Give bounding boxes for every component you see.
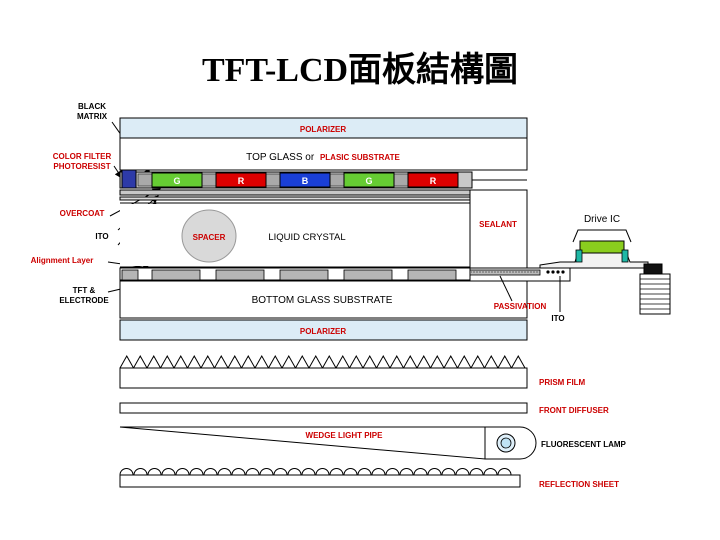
wedge-light-pipe-label: WEDGE LIGHT PIPE [306, 431, 384, 440]
filter-label-3: B [302, 176, 309, 186]
filter-green-1 [151, 172, 203, 188]
black-matrix-cell [121, 169, 137, 189]
filter-label-2: R [238, 176, 245, 186]
filter-red-2 [407, 172, 459, 188]
liquid-crystal-label: LIQUID CRYSTAL [268, 232, 345, 243]
ito-right-label: ITO [551, 314, 564, 323]
lamp-core [500, 437, 512, 449]
top-glass-step [458, 179, 527, 189]
plasic-substrate-text: PLASIC SUBSTRATE [320, 153, 401, 162]
filter-label-1: G [173, 176, 180, 186]
top-glass-text: TOP GLASS or [246, 152, 315, 163]
filter-label-4: G [365, 176, 372, 186]
filter-label-5: R [430, 176, 437, 186]
sealant [469, 189, 528, 269]
top-glass-label: TOP GLASS or PLASIC SUBSTRATE [246, 152, 400, 163]
front-diffuser-label: FRONT DIFFUSER [539, 406, 609, 415]
bottom-glass [119, 280, 528, 319]
drive-ic-chip [579, 240, 625, 254]
reflection-sheet-label: REFLECTION SHEET [539, 480, 619, 489]
top-glass [119, 137, 528, 171]
page-title: TFT-LCD面板結構圖 [201, 52, 519, 89]
passivation-pointer [499, 275, 513, 302]
drive-ic-bump-left [575, 249, 583, 263]
connector-black [643, 263, 663, 275]
wedge-light-pipe [119, 426, 486, 460]
bottom-polarizer-label: POLARIZER [300, 327, 346, 336]
drive-ic-bracket [572, 229, 632, 243]
black-matrix-pattern [137, 173, 409, 187]
tft-electrodes [121, 269, 457, 281]
filter-blue [279, 172, 331, 188]
label-tft-electrode-2: ELECTRODE [59, 296, 109, 305]
front-diffuser [119, 402, 528, 414]
flex-film [539, 251, 649, 269]
filter-green-2 [343, 172, 395, 188]
label-alignment-layer: Alignment Layer [31, 256, 94, 265]
bottom-glass-label: BOTTOM GLASS SUBSTRATE [252, 295, 393, 306]
liquid-crystal-region [120, 204, 470, 266]
overcoat-layer [119, 189, 471, 196]
drive-ic-label: Drive IC [584, 214, 620, 225]
label-color-filter-1: COLOR FILTER [53, 152, 112, 161]
label-ito-left: ITO [95, 232, 108, 241]
acf-particles [546, 270, 565, 274]
reflection-sheet [119, 468, 521, 488]
top-polarizer-label: POLARIZER [300, 125, 346, 134]
filter-red-1 [215, 172, 267, 188]
prism-film [119, 354, 528, 389]
passivation-label: PASSIVATION [494, 302, 547, 311]
label-overcoat: OVERCOAT [60, 209, 105, 218]
drive-ic-bump-right [621, 249, 629, 263]
label-tft-electrode-1: TFT & [73, 286, 96, 295]
fluorescent-lamp-label: FLUORESCENT LAMP [541, 440, 627, 449]
spacer-label: SPACER [193, 233, 226, 242]
bottom-polarizer [119, 319, 528, 341]
label-color-filter-2: PHOTORESIST [53, 162, 110, 171]
spacer [181, 209, 237, 263]
label-black-matrix-1: BLACK [78, 102, 106, 111]
pcb-stack [639, 273, 671, 315]
sealant-label: SEALANT [479, 220, 517, 229]
prism-film-label: PRISM FILM [539, 378, 586, 387]
label-black-matrix-2: MATRIX [77, 112, 108, 121]
ito-layer-top [119, 196, 471, 201]
